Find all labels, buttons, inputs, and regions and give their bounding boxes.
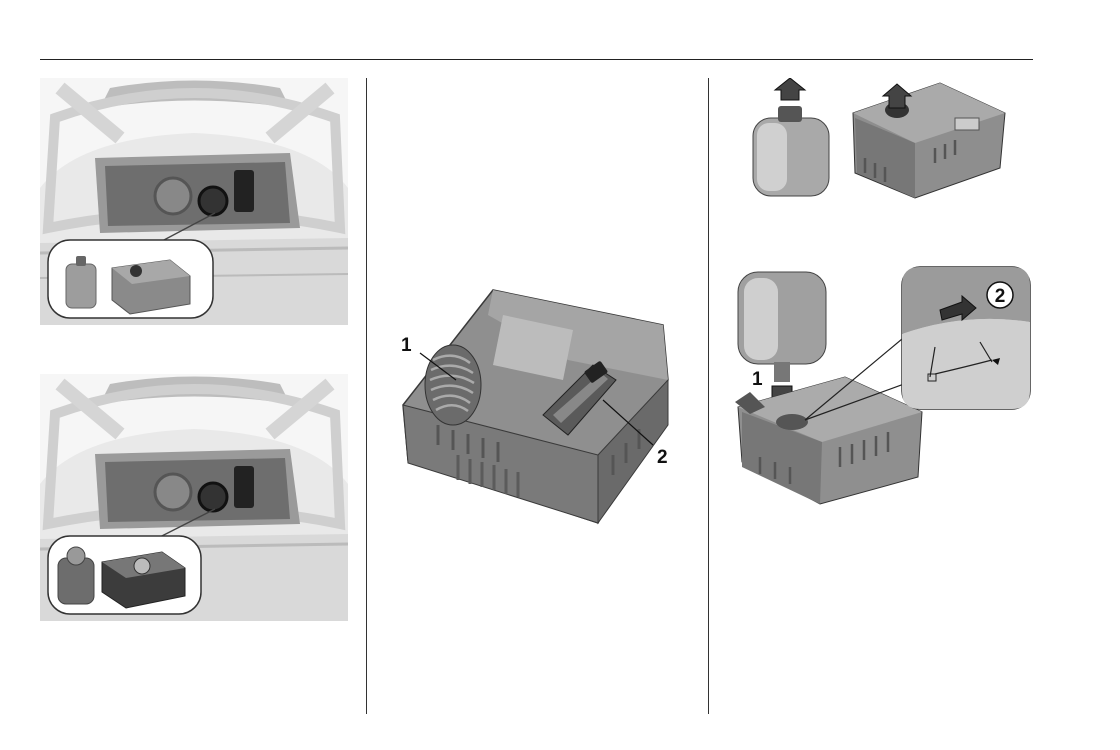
- callout-circle: [986, 281, 1014, 309]
- arrow-up-icon: [881, 83, 913, 109]
- callout-number-cable: 2: [657, 447, 668, 468]
- callout-number-hose: 1: [401, 335, 412, 356]
- compressor-kit-illustration: [398, 285, 698, 530]
- column-divider-left: [366, 78, 367, 714]
- column-divider-right: [708, 78, 709, 714]
- callout-number-bottle: 1: [752, 369, 763, 390]
- header-rule: [40, 59, 1033, 60]
- boot-compartment-photo-2: [40, 374, 348, 621]
- boot-compartment-photo-1: [40, 78, 348, 325]
- callout-number-turn: 2: [994, 286, 1006, 307]
- arrow-up-icon: [773, 78, 807, 101]
- sealant-fitting-illustration: [730, 262, 1035, 507]
- turn-arrow-icon: [939, 294, 977, 322]
- sealant-removal-illustration: [745, 78, 1010, 203]
